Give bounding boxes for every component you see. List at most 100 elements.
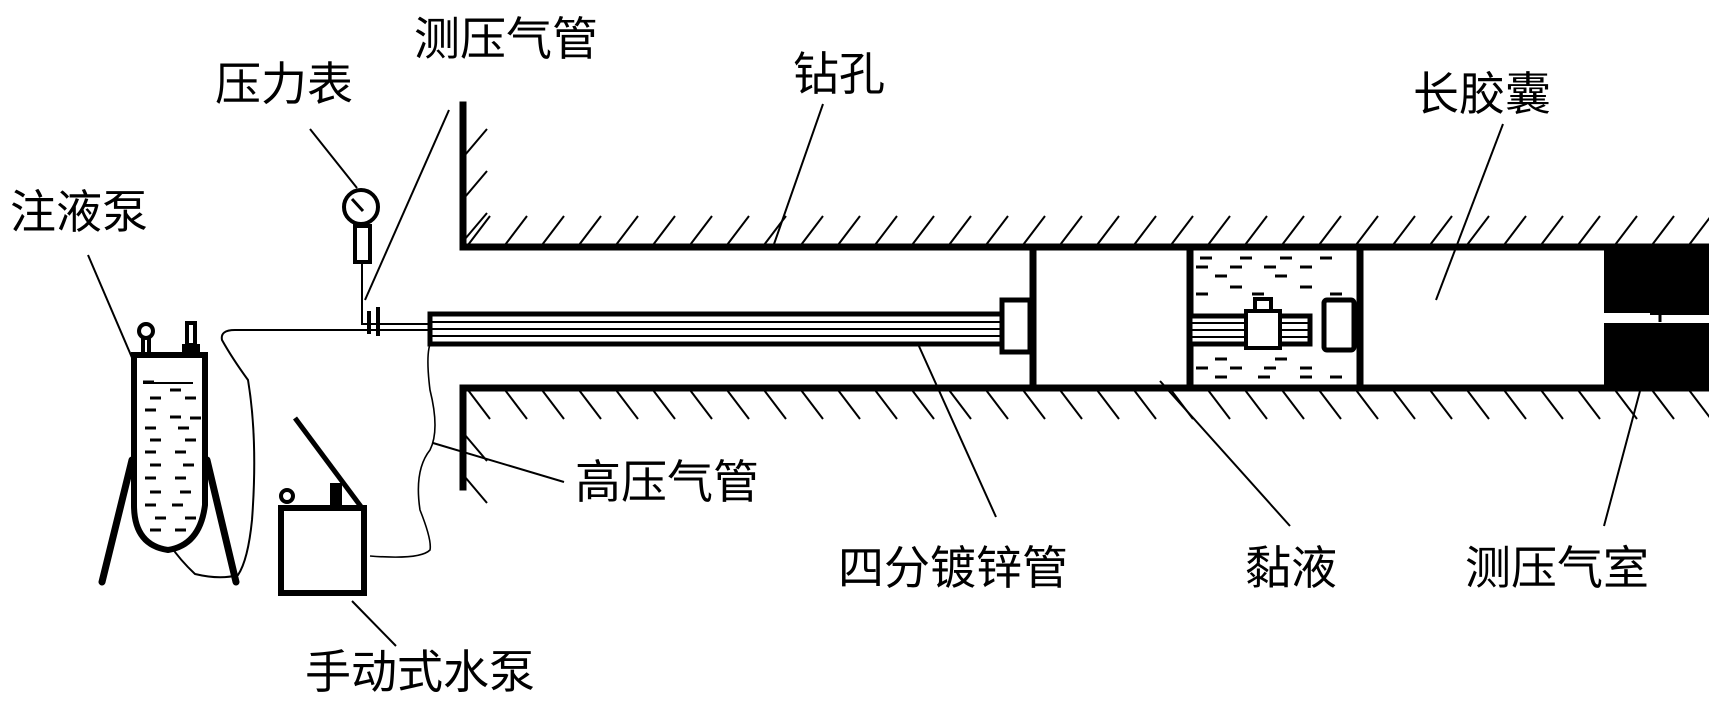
upper-wall-hatching xyxy=(464,128,1709,246)
pump-handle xyxy=(292,416,365,510)
pressure-chamber xyxy=(1604,247,1709,388)
gauge-line xyxy=(361,262,432,325)
hatch-mark xyxy=(689,215,713,246)
hatch-mark xyxy=(578,389,602,420)
hatch-mark xyxy=(1540,215,1564,246)
pressure-gauge xyxy=(342,188,432,336)
leader-lines xyxy=(87,103,1641,647)
hatch-mark xyxy=(1244,215,1268,246)
hatch-mark xyxy=(615,215,639,246)
hatch-mark xyxy=(1207,215,1231,246)
galvanized-pipe xyxy=(427,297,1033,355)
hatch-mark xyxy=(985,389,1009,420)
hatch-mark xyxy=(541,389,565,420)
label-galvanized-pipe: 四分镀锌管 xyxy=(838,541,1068,595)
hatch-mark xyxy=(1577,389,1601,420)
hatch-mark xyxy=(1577,215,1601,246)
hatch-mark xyxy=(726,215,750,246)
hatch-mark xyxy=(1688,216,1709,246)
hatch-mark xyxy=(615,389,639,420)
hatch-mark xyxy=(1096,215,1120,246)
hatch-mark xyxy=(1688,389,1709,419)
hatch-mark xyxy=(464,476,488,504)
hatch-mark xyxy=(1096,389,1120,420)
valve-handle xyxy=(1253,297,1273,313)
hatch-mark xyxy=(1614,215,1638,246)
hatch-mark xyxy=(1466,215,1490,246)
hatch-mark xyxy=(874,215,898,246)
hatch-mark xyxy=(1651,389,1675,420)
hatch-mark xyxy=(1022,389,1046,420)
hatch-mark xyxy=(800,215,824,246)
hatch-mark xyxy=(467,215,491,246)
viscous-liquid-dashes xyxy=(1196,256,1342,379)
hatch-mark xyxy=(1429,389,1453,420)
hatch-mark xyxy=(837,389,861,420)
label-pressure-gauge: 压力表 xyxy=(215,57,353,111)
hatch-mark xyxy=(1355,389,1379,420)
label-high-pressure-air-tube: 高压气管 xyxy=(575,455,759,509)
label-manual-water-pump: 手动式水泵 xyxy=(305,645,535,699)
hatch-mark xyxy=(1281,215,1305,246)
hatch-mark xyxy=(689,389,713,420)
hatch-mark xyxy=(800,389,824,420)
hatch-mark xyxy=(1059,215,1083,246)
upper-wall xyxy=(459,101,1709,251)
gauge-stem xyxy=(353,224,372,264)
lower-wall xyxy=(459,384,1709,491)
hatch-mark xyxy=(1540,389,1564,420)
hatch-mark xyxy=(652,215,676,246)
inner-coupling xyxy=(1321,297,1357,353)
hatch-mark xyxy=(464,434,488,462)
label-pressure-air-tube: 测压气管 xyxy=(414,12,598,66)
hatch-mark xyxy=(1429,215,1453,246)
hatch-mark xyxy=(1022,215,1046,246)
hatch-mark xyxy=(874,389,898,420)
valve-body xyxy=(1244,309,1282,350)
pump-cap-icon xyxy=(137,322,155,340)
manual-water-pump xyxy=(278,416,367,596)
hatch-mark xyxy=(1281,389,1305,420)
pump-liquid-dashes xyxy=(143,380,201,532)
hatch-mark xyxy=(1355,215,1379,246)
hatch-mark xyxy=(464,170,488,198)
hatch-mark xyxy=(911,215,935,246)
hatch-mark xyxy=(1170,215,1194,246)
hatch-mark xyxy=(911,389,935,420)
hatch-mark xyxy=(837,215,861,246)
injection-line xyxy=(169,329,256,579)
hatch-mark xyxy=(1244,389,1268,420)
hatch-mark xyxy=(652,389,676,420)
lower-wall-hatching xyxy=(464,389,1709,504)
hatch-mark xyxy=(1392,389,1416,420)
hatch-mark xyxy=(1466,389,1490,420)
hatch-mark xyxy=(763,389,787,420)
hatch-mark xyxy=(948,389,972,420)
hatch-mark xyxy=(948,215,972,246)
hatch-mark xyxy=(1392,215,1416,246)
hatch-mark xyxy=(578,215,602,246)
hatch-mark xyxy=(1318,215,1342,246)
hatch-mark xyxy=(467,389,491,420)
hatch-mark xyxy=(726,389,750,420)
hatch-mark xyxy=(1059,389,1083,420)
hatch-mark xyxy=(464,128,488,156)
hatch-mark xyxy=(504,215,528,246)
hatch-mark xyxy=(1133,389,1157,420)
hatch-mark xyxy=(1503,389,1527,420)
pump-tank xyxy=(131,352,208,554)
pipe-coupling xyxy=(999,297,1033,355)
hatch-mark xyxy=(464,212,488,240)
pump-box xyxy=(278,505,367,596)
pump-hook-icon xyxy=(279,488,295,504)
label-borehole: 钻孔 xyxy=(793,47,885,101)
injection-pump xyxy=(98,321,240,586)
tripod-leg-left xyxy=(98,456,136,586)
viscous-liquid-chamber xyxy=(1187,243,1364,392)
hatch-mark xyxy=(541,215,565,246)
label-injection-pump: 注液泵 xyxy=(10,185,148,239)
hatch-mark xyxy=(1318,389,1342,420)
hatch-mark xyxy=(1207,389,1231,420)
hatch-mark xyxy=(1651,215,1675,246)
